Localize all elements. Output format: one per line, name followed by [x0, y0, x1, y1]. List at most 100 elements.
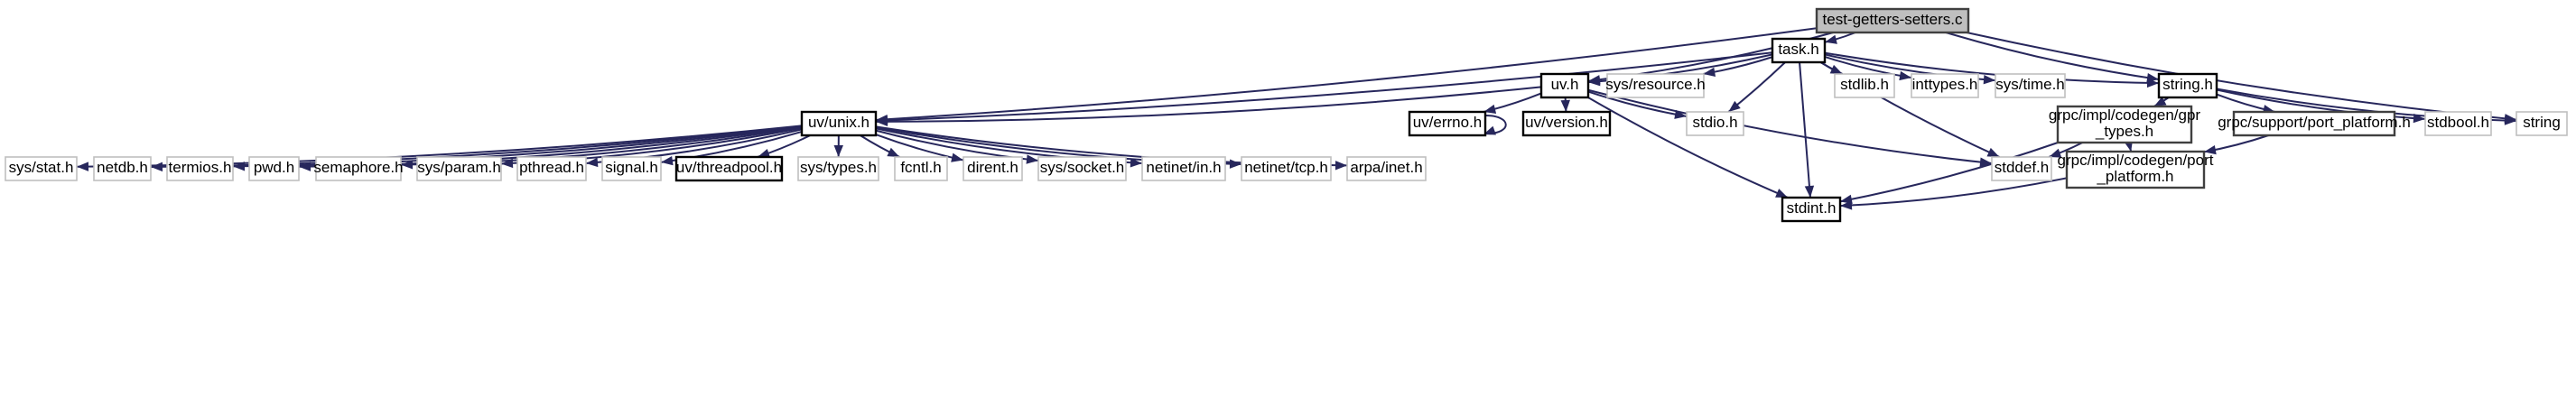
node-box-threadpool[interactable]: [674, 155, 784, 182]
node-box-gprtypes[interactable]: [2056, 105, 2193, 144]
node-string_h[interactable]: string.h: [2157, 72, 2218, 99]
edge-uvunix-to-syssocket-arrow: [1026, 154, 1038, 164]
edge-uvunix-to-arpainet-arrow: [1334, 161, 1347, 171]
node-semaphore[interactable]: semaphore.h: [313, 156, 404, 181]
node-stdint[interactable]: stdint.h: [1781, 196, 1842, 223]
edge-task-to-string_h-arrow: [2146, 78, 2159, 88]
node-sysstat[interactable]: sys/stat.h: [5, 156, 78, 181]
edge-task-to-sysresource-arrow: [1703, 67, 1716, 77]
node-box-systypes[interactable]: [797, 156, 879, 181]
node-box-string_h[interactable]: [2157, 72, 2218, 99]
node-box-uvh[interactable]: [1539, 72, 1590, 99]
node-string_c[interactable]: string: [2516, 111, 2568, 136]
node-box-uvunix[interactable]: [800, 110, 878, 137]
node-box-grpcsupport[interactable]: [2232, 110, 2396, 137]
edge-root-to-uvunix: [875, 27, 1818, 121]
node-box-syssocket[interactable]: [1037, 156, 1127, 181]
node-box-semaphore[interactable]: [315, 156, 402, 181]
node-systypes[interactable]: sys/types.h: [797, 156, 879, 181]
node-inttypes[interactable]: inttypes.h: [1911, 73, 1979, 98]
nodes-layer: test-getters-setters.c task.h uv.h sys/reso…: [5, 7, 2568, 223]
edge-task-to-inttypes-arrow: [1899, 70, 1911, 81]
node-box-task[interactable]: [1771, 37, 1827, 64]
node-box-stdio[interactable]: [1686, 111, 1744, 136]
node-fcntl[interactable]: fcntl.h: [894, 156, 948, 181]
node-dirent[interactable]: dirent.h: [963, 156, 1023, 181]
node-box-stddef[interactable]: [1991, 156, 2052, 181]
edge-string_h-to-stdbool: [2216, 88, 2426, 120]
node-box-fcntl[interactable]: [894, 156, 948, 181]
node-pthread[interactable]: pthread.h: [516, 156, 587, 181]
edge-string_h-to-string_c-arrow: [2504, 115, 2516, 125]
node-netinettcp[interactable]: netinet/tcp.h: [1241, 156, 1332, 181]
node-portplat[interactable]: grpc/impl/codegen/port_platform.h: [2058, 150, 2214, 189]
node-box-termios[interactable]: [166, 156, 234, 181]
node-arpainet[interactable]: arpa/inet.h: [1346, 156, 1427, 181]
node-box-inttypes[interactable]: [1911, 73, 1979, 98]
edge-gprtypes-to-stddef-arrow: [2049, 148, 2062, 158]
edge-task-to-stdint-arrow: [1804, 185, 1815, 198]
node-box-netdb[interactable]: [93, 156, 152, 181]
edge-uvunix-to-pwd-arrow: [299, 162, 312, 171]
node-grpcsupport[interactable]: grpc/support/port_platform.h: [2218, 110, 2411, 137]
edge-uvh-to-uverrno-arrow: [1483, 104, 1497, 114]
node-netdb[interactable]: netdb.h: [93, 156, 152, 181]
edge-uvunix-to-systypes-arrow: [833, 144, 843, 157]
node-box-netinetin[interactable]: [1141, 156, 1226, 181]
node-uvunix[interactable]: uv/unix.h: [800, 110, 878, 137]
node-box-netinettcp[interactable]: [1241, 156, 1332, 181]
node-box-pthread[interactable]: [516, 156, 587, 181]
node-box-stdlib[interactable]: [1834, 73, 1895, 98]
node-box-portplat[interactable]: [2065, 150, 2206, 189]
node-uverrno[interactable]: uv/errno.h: [1408, 110, 1487, 137]
node-uvversion[interactable]: uv/version.h: [1521, 110, 1612, 137]
edge-uverrno-to-uverrno-arrow: [1483, 125, 1496, 135]
node-gprtypes[interactable]: grpc/impl/codegen/gpr_types.h: [2049, 105, 2201, 144]
node-syssocket[interactable]: sys/socket.h: [1037, 156, 1127, 181]
node-stdbool[interactable]: stdbool.h: [2424, 111, 2492, 136]
node-systime[interactable]: sys/time.h: [1995, 73, 2066, 98]
node-box-uvversion[interactable]: [1521, 110, 1612, 137]
node-box-root[interactable]: [1815, 7, 1970, 34]
node-box-sysparam[interactable]: [416, 156, 502, 181]
edge-uvunix-to-netinetin-arrow: [1130, 158, 1142, 168]
edge-uvh-to-uvunix: [875, 86, 1542, 123]
node-box-sysresource[interactable]: [1606, 73, 1705, 98]
node-box-signal[interactable]: [601, 156, 662, 181]
edge-task-to-stdint: [1799, 61, 1811, 198]
node-stdio[interactable]: stdio.h: [1686, 111, 1744, 136]
node-pwd[interactable]: pwd.h: [248, 156, 300, 181]
node-box-pwd[interactable]: [248, 156, 300, 181]
node-box-stdint[interactable]: [1781, 196, 1842, 223]
edge-uvunix-to-threadpool-arrow: [758, 148, 771, 158]
node-task[interactable]: task.h: [1771, 37, 1827, 64]
node-sysresource[interactable]: sys/resource.h: [1605, 73, 1706, 98]
node-root[interactable]: test-getters-setters.c: [1815, 7, 1970, 34]
edge-uvh-to-stdint-arrow: [1775, 189, 1789, 198]
node-box-arpainet[interactable]: [1346, 156, 1427, 181]
edge-uvunix-to-netinettcp-arrow: [1229, 159, 1242, 169]
node-termios[interactable]: termios.h: [166, 156, 234, 181]
node-threadpool[interactable]: uv/threadpool.h: [674, 155, 784, 182]
node-box-stdbool[interactable]: [2424, 111, 2492, 136]
node-box-uverrno[interactable]: [1408, 110, 1487, 137]
node-stddef[interactable]: stddef.h: [1991, 156, 2052, 181]
node-box-sysstat[interactable]: [5, 156, 78, 181]
node-box-string_c[interactable]: [2516, 111, 2568, 136]
node-stdlib[interactable]: stdlib.h: [1834, 73, 1895, 98]
node-signal[interactable]: signal.h: [601, 156, 662, 181]
node-box-dirent[interactable]: [963, 156, 1023, 181]
edge-uvunix-to-termios: [232, 125, 803, 168]
node-box-systime[interactable]: [1995, 73, 2066, 98]
node-uvh[interactable]: uv.h: [1539, 72, 1590, 99]
edge-root-to-string_h: [1945, 32, 2160, 80]
edge-uvunix-to-termios-arrow: [233, 162, 246, 171]
node-sysparam[interactable]: sys/param.h: [416, 156, 502, 181]
node-netinetin[interactable]: netinet/in.h: [1141, 156, 1226, 181]
edge-root-to-task-arrow: [1825, 34, 1837, 44]
edge-task-to-systime-arrow: [1983, 74, 1995, 85]
edge-grpcsupport-to-portplat-arrow: [2204, 144, 2217, 155]
edge-gprtypes-to-stdint: [1839, 142, 2059, 203]
